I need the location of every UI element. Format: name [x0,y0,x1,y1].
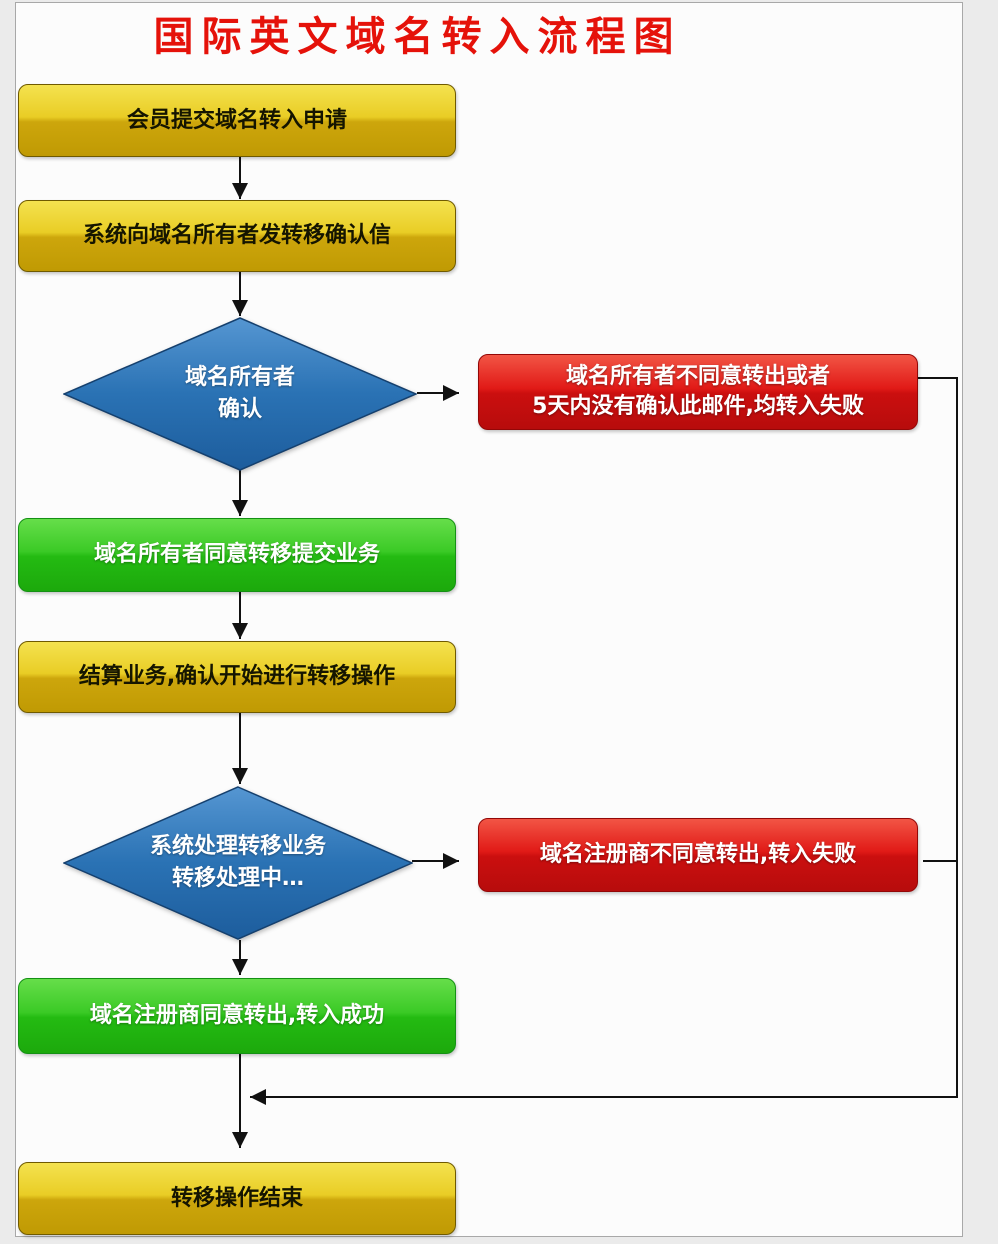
node-label-line2: 5天内没有确认此邮件,均转入失败 [532,394,864,419]
node-label: 系统向域名所有者发转移确认信 [82,223,391,248]
decision-label-line1: 系统处理转移业务 [149,834,326,859]
node-send-confirmation-letter: 系统向域名所有者发转移确认信 [18,200,456,272]
node-label: 转移操作结束 [170,1185,303,1211]
node-transfer-finished: 转移操作结束 [18,1162,456,1235]
node-registrar-reject-fail: 域名注册商不同意转出,转入失败 [478,818,918,892]
node-system-processing-decision: 系统处理转移业务 转移处理中… [63,786,413,940]
decision-label-line2: 确认 [217,397,262,422]
diamond-shape-icon [63,786,413,940]
node-owner-reject-fail: 域名所有者不同意转出或者 5天内没有确认此邮件,均转入失败 [478,354,918,430]
decision-label-line2: 转移处理中… [171,866,304,891]
node-owner-agree-submit: 域名所有者同意转移提交业务 [18,518,456,592]
node-submit-application: 会员提交域名转入申请 [18,84,456,157]
node-label: 会员提交域名转入申请 [126,107,347,133]
node-label-line1: 域名所有者不同意转出或者 [565,364,830,389]
node-owner-confirm-decision: 域名所有者 确认 [63,317,417,471]
node-label: 域名注册商不同意转出,转入失败 [539,842,857,867]
diagram-title: 国际英文域名转入流程图 [153,14,682,60]
decision-label-line1: 域名所有者 [184,365,295,390]
node-label: 域名所有者同意转移提交业务 [93,542,380,567]
node-registrar-agree-success: 域名注册商同意转出,转入成功 [18,978,456,1054]
node-label: 结算业务,确认开始进行转移操作 [78,664,396,689]
diamond-shape-icon [63,317,417,471]
node-settle-and-start-transfer: 结算业务,确认开始进行转移操作 [18,641,456,713]
node-label: 域名注册商同意转出,转入成功 [89,1003,385,1028]
